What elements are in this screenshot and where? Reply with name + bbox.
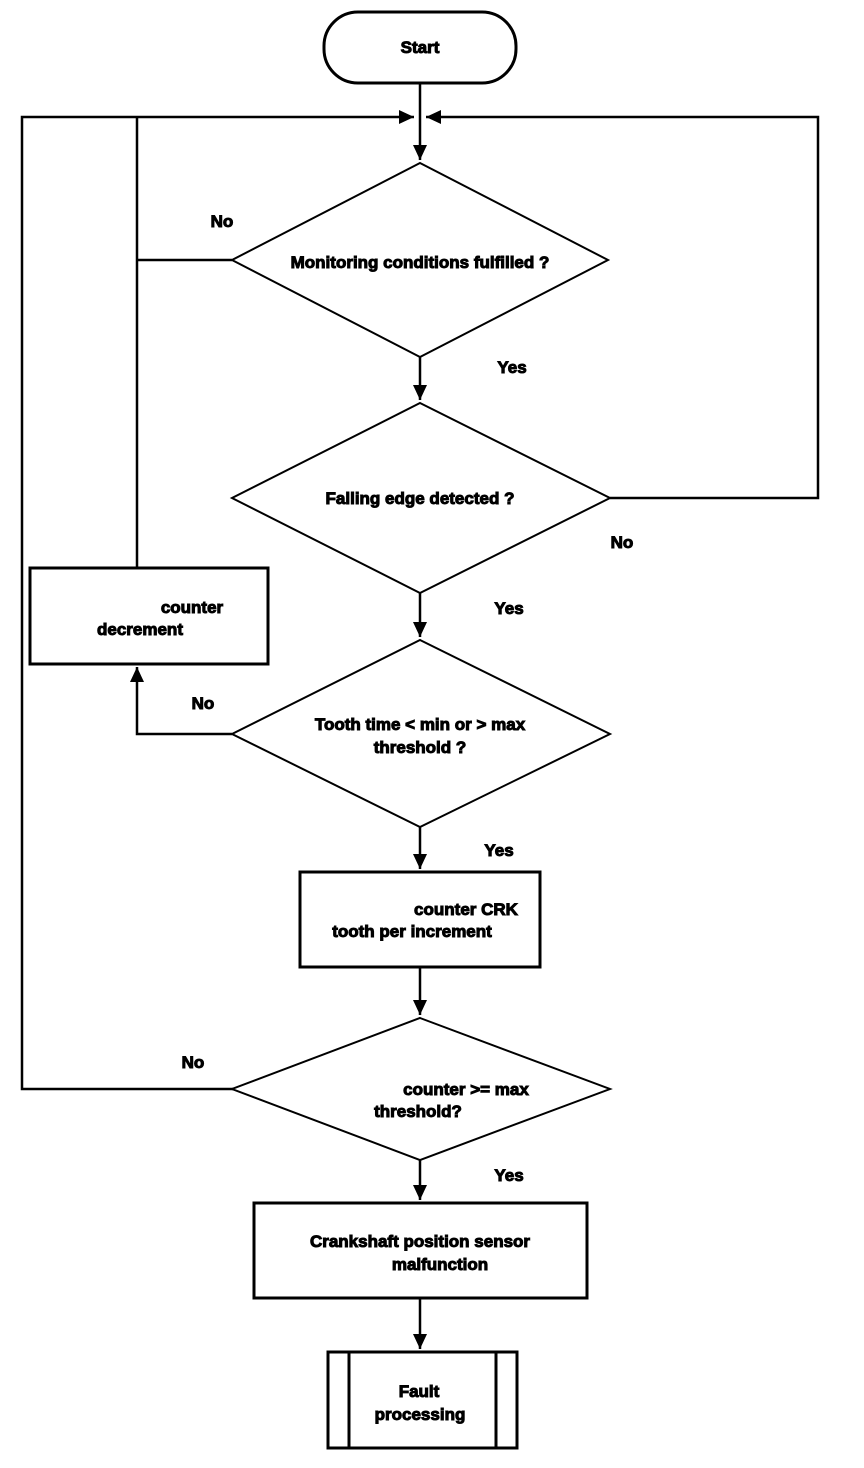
edge-counter-max-no-loop [20, 110, 414, 1091]
edges [20, 83, 820, 1349]
edge-tooth-time-no [130, 667, 232, 736]
tooth-time-yes-label: Yes [484, 841, 513, 860]
flowchart-root: Start Monitoring conditions fulfilled ? … [20, 10, 820, 1450]
node-start: Start [322, 10, 518, 85]
start-terminator-shape [322, 10, 518, 85]
node-predefined-fault-processing: Fault processing [326, 1350, 519, 1450]
node-process-counter-crk: counter CRK tooth per increment [298, 870, 542, 969]
monitoring-yes-label: Yes [497, 358, 526, 377]
falling-edge-label: Falling edge detected ? [326, 489, 515, 508]
counter-max-label-line1: counter >= max [403, 1080, 529, 1099]
counter-max-diamond-shape [229, 1016, 613, 1162]
monitoring-no-label: No [211, 212, 234, 231]
edge-labels: No Yes No Yes No Yes No Yes [181, 212, 634, 1186]
node-process-crankshaft-malfunction: Crankshaft position sensor malfunction [252, 1201, 589, 1300]
edge-falling-edge-no-loop [426, 110, 820, 500]
monitoring-diamond-shape [229, 161, 611, 359]
fault-processing-label-line2: processing [375, 1405, 466, 1424]
tooth-time-no-label: No [192, 694, 215, 713]
crankshaft-malfunction-label-line2: malfunction [392, 1255, 488, 1274]
falling-edge-diamond-shape [229, 401, 613, 595]
counter-max-label-line2: threshold? [374, 1102, 462, 1121]
tooth-time-label-line2: threshold ? [374, 738, 467, 757]
counter-max-no-label: No [182, 1053, 205, 1072]
counter-max-yes-label: Yes [494, 1166, 523, 1185]
falling-edge-yes-label: Yes [494, 599, 523, 618]
node-decision-tooth-time: Tooth time < min or > max threshold ? [229, 638, 613, 829]
crankshaft-malfunction-label-line1: Crankshaft position sensor [310, 1232, 530, 1251]
node-process-counter-decrement: counter decrement [28, 566, 270, 666]
falling-edge-no-label: No [611, 533, 634, 552]
counter-crk-label-line1: counter CRK [414, 900, 519, 919]
tooth-time-diamond-shape [229, 638, 613, 829]
fault-processing-label-line1: Fault [399, 1382, 440, 1401]
crankshaft-malfunction-box-shape [252, 1201, 589, 1300]
counter-crk-label-line2: tooth per increment [332, 922, 492, 941]
fault-processing-box-shape [326, 1350, 519, 1450]
node-decision-monitoring: Monitoring conditions fulfilled ? [229, 161, 611, 359]
node-decision-counter-max: counter >= max threshold? [229, 1016, 613, 1162]
node-decision-falling-edge: Falling edge detected ? [229, 401, 613, 595]
counter-decrement-label-line1: counter [161, 598, 224, 617]
start-label: Start [401, 38, 440, 57]
counter-decrement-box-shape [28, 566, 270, 666]
tooth-time-label-line1: Tooth time < min or > max [315, 715, 526, 734]
counter-decrement-label-line2: decrement [97, 620, 183, 639]
monitoring-label: Monitoring conditions fulfilled ? [291, 253, 550, 272]
counter-crk-box-shape [298, 870, 542, 969]
